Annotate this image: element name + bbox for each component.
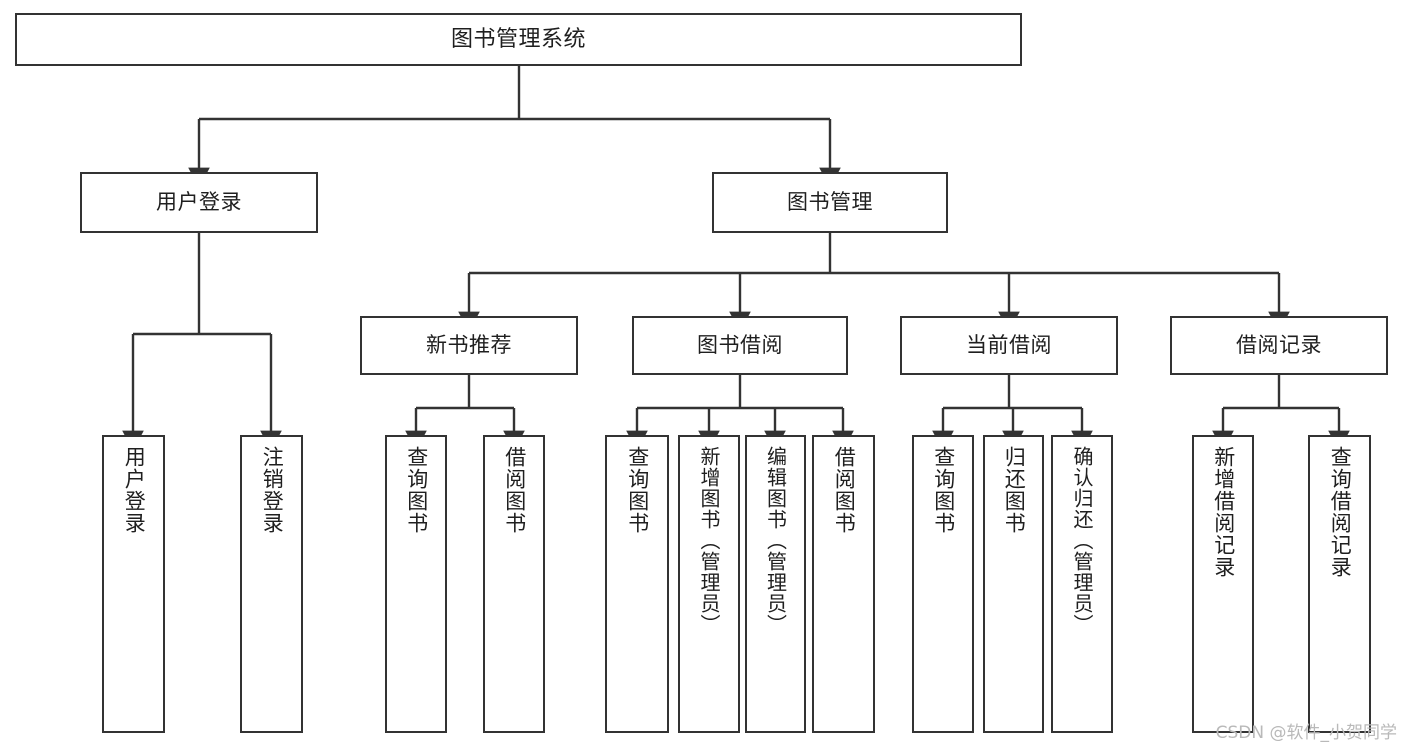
node-level2-用户登录-0[interactable]: 用户登录 [80, 172, 318, 233]
node-leaf-归还图书-9[interactable]: 归还图书 [983, 435, 1044, 733]
node-label: 图书管理系统 [450, 26, 586, 52]
node-label: 查询图书 [404, 446, 429, 534]
node-label: 注销登录 [260, 446, 285, 534]
node-level3-当前借阅-2[interactable]: 当前借阅 [900, 316, 1118, 375]
node-leaf-注销登录-1[interactable]: 注销登录 [240, 435, 303, 733]
node-root-图书管理系统-0[interactable]: 图书管理系统 [15, 13, 1022, 66]
node-label: 查询图书 [625, 446, 650, 534]
node-label: 新增图书（管理员） [697, 446, 721, 635]
node-level3-借阅记录-3[interactable]: 借阅记录 [1170, 316, 1388, 375]
node-label: 图书管理 [787, 190, 873, 215]
node-label: 借阅图书 [502, 446, 527, 534]
node-label: 用户登录 [156, 190, 242, 215]
node-label: 当前借阅 [966, 333, 1052, 358]
node-leaf-查询图书-8[interactable]: 查询图书 [912, 435, 974, 733]
node-level3-新书推荐-0[interactable]: 新书推荐 [360, 316, 578, 375]
node-leaf-编辑图书管理员-6[interactable]: 编辑图书（管理员） [745, 435, 806, 733]
node-label: 新书推荐 [426, 333, 512, 358]
node-leaf-确认归还管理员-10[interactable]: 确认归还（管理员） [1051, 435, 1113, 733]
node-label: 借阅记录 [1236, 333, 1322, 358]
node-label: 用户登录 [122, 446, 147, 534]
node-leaf-借阅图书-7[interactable]: 借阅图书 [812, 435, 875, 733]
node-leaf-借阅图书-3[interactable]: 借阅图书 [483, 435, 545, 733]
node-label: 确认归还（管理员） [1070, 446, 1094, 635]
node-label: 借阅图书 [832, 446, 857, 534]
node-leaf-查询借阅记录-12[interactable]: 查询借阅记录 [1308, 435, 1371, 733]
watermark-text: CSDN @软件_小贺同学 [1215, 723, 1397, 743]
node-leaf-新增借阅记录-11[interactable]: 新增借阅记录 [1192, 435, 1254, 733]
node-level2-图书管理-1[interactable]: 图书管理 [712, 172, 948, 233]
node-label: 图书借阅 [697, 333, 783, 358]
node-label: 归还图书 [1002, 446, 1027, 534]
node-leaf-查询图书-2[interactable]: 查询图书 [385, 435, 447, 733]
node-label: 查询图书 [931, 446, 956, 534]
node-leaf-查询图书-4[interactable]: 查询图书 [605, 435, 669, 733]
node-label: 新增借阅记录 [1211, 446, 1236, 578]
node-leaf-用户登录-0[interactable]: 用户登录 [102, 435, 165, 733]
node-leaf-新增图书管理员-5[interactable]: 新增图书（管理员） [678, 435, 740, 733]
node-level3-图书借阅-1[interactable]: 图书借阅 [632, 316, 848, 375]
node-label: 编辑图书（管理员） [763, 446, 788, 635]
node-label: 查询借阅记录 [1328, 446, 1353, 578]
